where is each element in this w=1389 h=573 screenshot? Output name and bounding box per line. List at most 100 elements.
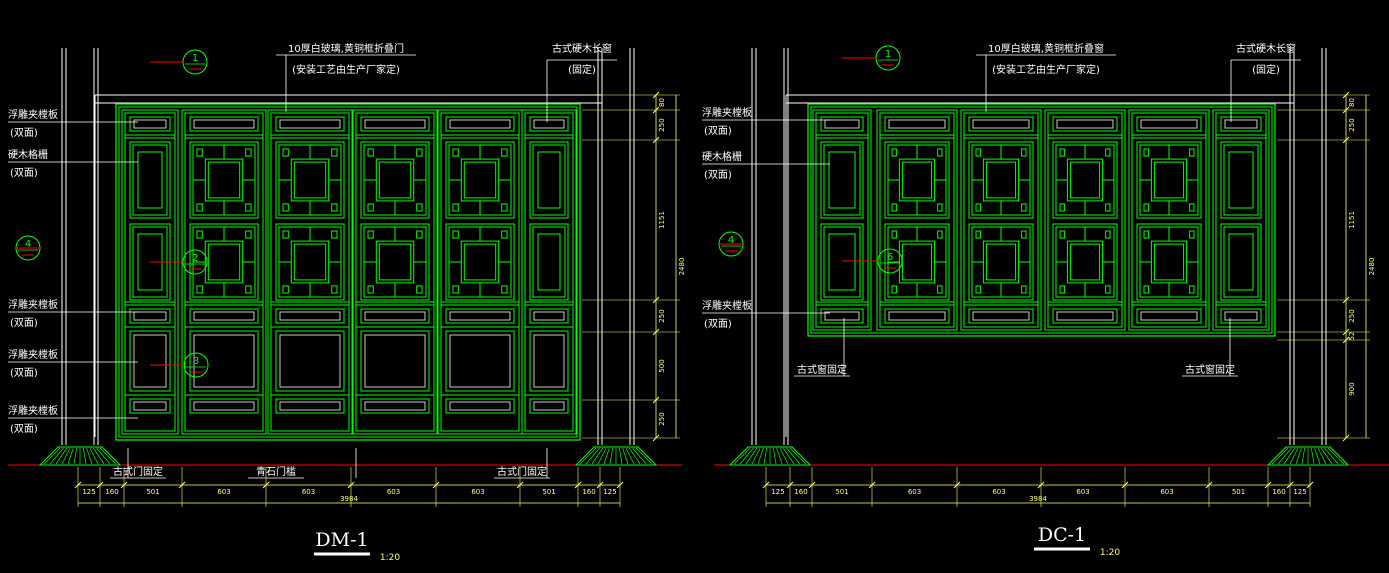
panel-lower [360,330,430,392]
lattice-corner [367,285,374,294]
lattice-center-inner [463,161,497,199]
narrow-inner [828,151,856,209]
column-base-hatch [1310,447,1315,465]
dim-tick [96,481,104,489]
dim-tick [178,481,186,489]
lattice-corner [975,148,981,157]
dim-total-height: 2480 [678,258,686,276]
column-base-hatch [43,447,61,465]
panel-6-inner [1215,112,1267,328]
lattice-corner [1105,148,1111,157]
column-base-hatch [1283,447,1296,465]
lattice-center [1066,240,1104,284]
panel-mid-plaque [129,308,171,324]
panel-mid-plaque-inner [533,311,565,321]
lattice-corner [282,203,289,212]
panel-3 [960,109,1042,331]
dim-value-horizontal: 603 [1076,488,1089,496]
lattice-corner [501,230,508,239]
lattice-corner [416,285,423,294]
side-label-sub: (双面) [704,125,732,137]
dim-value-vertical: 250 [1348,309,1356,322]
column-base-hatch [99,447,117,465]
lattice-frame [884,141,950,219]
lattice-center [204,158,244,202]
column-base-hatch [67,447,74,465]
lattice-corner [196,203,203,212]
lattice-corner [331,285,338,294]
narrow-inner [828,233,856,291]
dim-value-horizontal: 501 [1232,488,1245,496]
lattice-corner [245,148,252,157]
lattice-corner [1059,148,1065,157]
panel-top-plaque [275,116,345,132]
column-base-hatch [603,447,610,465]
lattice-frame [1136,223,1202,301]
lattice-center [290,158,330,202]
dim-tick [74,481,82,489]
dim-tick [1037,481,1045,489]
side-label-sub: (双面) [10,167,38,179]
side-label-sub: (双面) [10,423,38,435]
panel-4-inner [355,112,435,432]
lattice-corner [891,285,897,294]
panel-mid-plaque-inner [1224,311,1258,321]
panel-mid-plaque-inner [279,311,341,321]
column-base-hatch [789,447,807,465]
column-base-hatch [1317,447,1327,465]
dim-tick [1121,481,1129,489]
dim-value-horizontal: 603 [387,488,400,496]
dim-tick [1342,328,1350,336]
column-base-hatch [618,447,623,465]
panel-2 [876,109,958,331]
dim-total-width: 3984 [1029,495,1047,503]
panel-top-plaque-inner [824,119,860,129]
panel-mid-plaque-inner [888,311,946,321]
panel-lower [445,330,515,392]
dim-value-horizontal: 501 [146,488,159,496]
lattice-center-inner [1069,243,1101,281]
drawing-scale: 1:20 [1100,548,1120,558]
panel-bottom-plaque-inner [533,401,565,411]
column-base-hatch [1295,447,1302,465]
drawing-scale: 1:20 [380,553,400,563]
panel-3 [267,109,353,435]
dim-value-horizontal: 603 [302,488,315,496]
dim-tick [1342,106,1350,114]
panel-4 [1044,109,1126,331]
lattice-corner [937,203,943,212]
dim-value-horizontal: 160 [794,488,807,496]
panel-top-plaque [968,116,1034,132]
panel-1-inner [124,112,176,432]
dim-tick [652,136,660,144]
panel-bottom-plaque [189,398,259,414]
side-label-sub: (双面) [10,367,38,379]
panel-2 [181,109,267,435]
column-base-hatch [1289,447,1299,465]
lattice-frame [968,223,1034,301]
lattice-corner [501,285,508,294]
panel-6 [521,109,577,435]
side-label: 浮雕夹樘板 [8,348,58,361]
lattice-corner [452,285,459,294]
panel-lower-inner [193,334,255,388]
lattice-frame [1052,223,1118,301]
dim-value-vertical: 1151 [658,211,666,229]
panel-mid-plaque-inner [193,311,255,321]
panel-5-inner [1131,112,1207,328]
lattice-frame [820,223,864,301]
panel-mid-plaque-inner [364,311,426,321]
callout-number: 2 [192,253,198,264]
column-base-hatch [82,447,87,465]
column-base-hatch [609,447,614,465]
callout-number: 4 [728,235,734,246]
side-label: 硬木格栅 [8,148,48,161]
lattice-center-inner [207,161,241,199]
side-label: 浮雕夹樘板 [702,106,752,119]
narrow-inner [537,233,561,291]
lattice-corner [975,230,981,239]
dim-tick [574,481,582,489]
side-label-sub: (双面) [10,127,38,139]
side-label: 浮雕夹樘板 [8,298,58,311]
